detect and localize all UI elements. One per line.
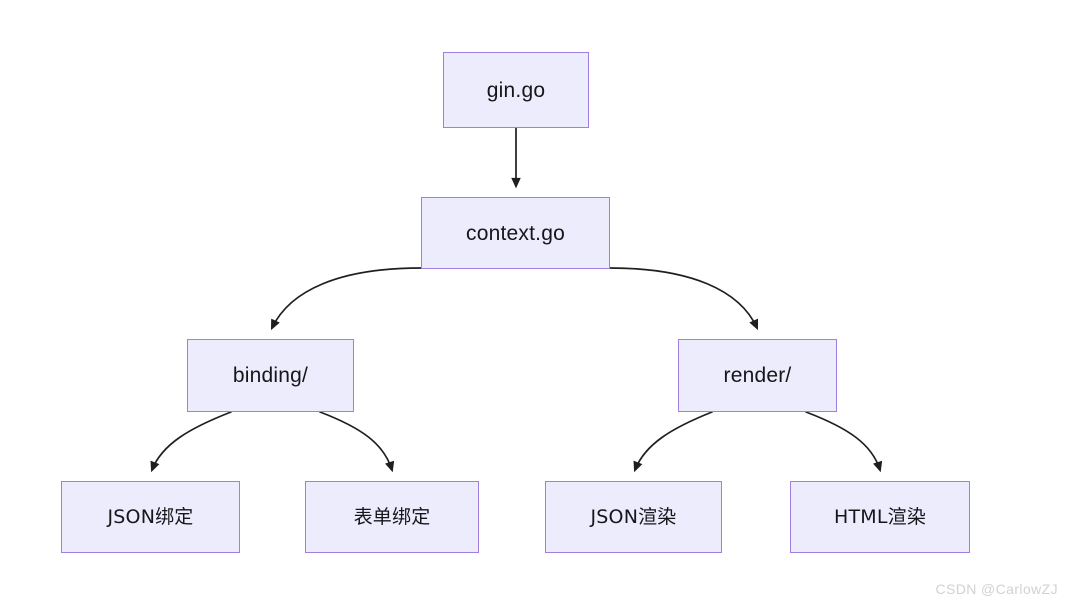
edge-binding-to-json-bind <box>150 411 232 473</box>
node-label: context.go <box>466 221 565 245</box>
node-label: HTML渲染 <box>833 505 927 528</box>
node-html-render[interactable]: HTML渲染 <box>790 481 970 553</box>
edge-render-to-html-render <box>805 411 883 473</box>
edge-context-to-render <box>609 267 759 331</box>
edge-render-to-json-render <box>633 411 713 473</box>
node-label: JSON渲染 <box>590 505 677 528</box>
node-label: 表单绑定 <box>353 505 431 528</box>
node-label: JSON绑定 <box>107 505 194 528</box>
node-label: binding/ <box>232 364 309 387</box>
node-form-binding[interactable]: 表单绑定 <box>305 481 479 553</box>
node-gin-go[interactable]: gin.go <box>443 52 589 128</box>
node-binding-dir[interactable]: binding/ <box>187 339 354 412</box>
edge-context-to-binding <box>270 267 422 331</box>
node-context-go[interactable]: context.go <box>421 197 610 269</box>
watermark: CSDN @CarlowZJ <box>935 581 1058 597</box>
edge-binding-to-form-bind <box>319 411 395 473</box>
node-json-render[interactable]: JSON渲染 <box>545 481 722 553</box>
node-json-binding[interactable]: JSON绑定 <box>61 481 240 553</box>
node-label: gin.go <box>486 78 546 102</box>
node-label: render/ <box>723 364 792 387</box>
node-render-dir[interactable]: render/ <box>678 339 837 412</box>
